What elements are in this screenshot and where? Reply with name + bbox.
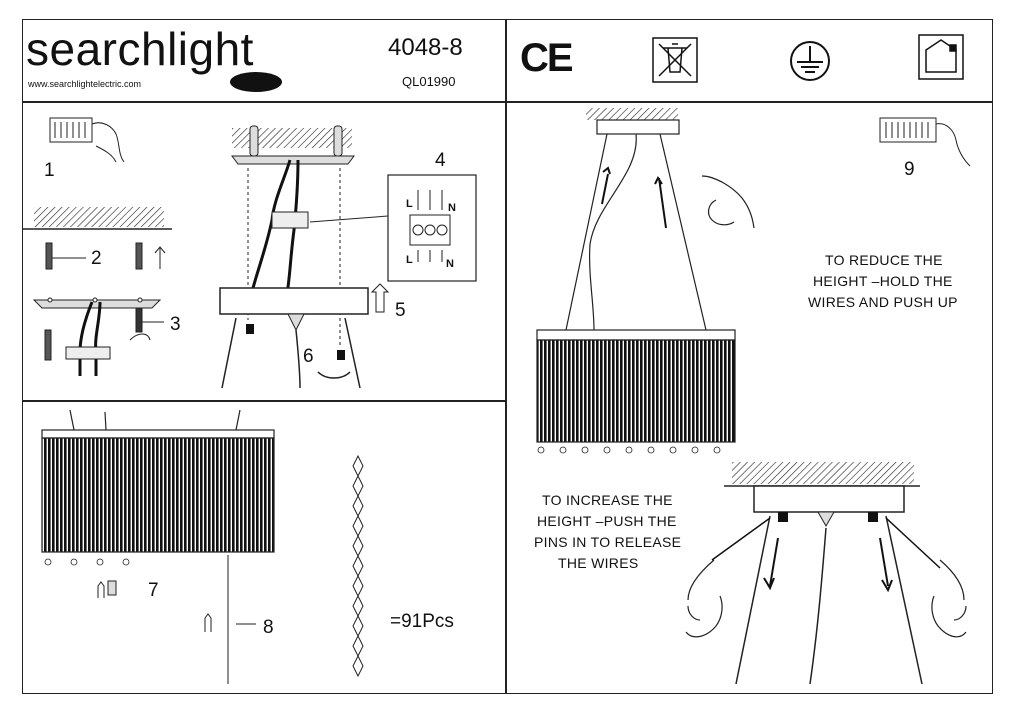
indoor-use-icon [918, 34, 964, 80]
instruction-sheet-frame [22, 19, 993, 694]
crystal-strand-step-8 [204, 555, 256, 684]
terminal-block-hand-illustration-9 [879, 117, 971, 167]
header-divider [22, 101, 993, 103]
canopy-box [219, 287, 369, 315]
pointer-arrow-right [885, 517, 941, 569]
pointer-arrow-left [711, 517, 771, 561]
ceiling-hatch-center [232, 128, 352, 148]
crystal-pin-step-7 [97, 580, 117, 598]
model-number: 4048-8 [388, 34, 463, 61]
ce-mark-icon: CE [520, 36, 574, 80]
terminal-detail-contents [409, 190, 451, 262]
step-6-label: 6 [303, 346, 314, 367]
step-4-label: 4 [435, 150, 446, 171]
arrow-down-wire-right [879, 537, 893, 593]
connector-center [271, 211, 309, 229]
terminal-detail-box [387, 174, 477, 282]
website-link[interactable]: www.searchlightelectric.com [28, 79, 142, 89]
logo-swoosh [230, 72, 282, 92]
reduce-height-line-1: TO REDUCE THE [825, 252, 943, 268]
crystal-drops-right-top [537, 446, 721, 454]
lamp-body-bottom-left [41, 409, 275, 553]
increase-height-line-3: PINS IN TO RELEASE [534, 534, 682, 550]
terminal-neutral-bottom: N [446, 258, 454, 270]
left-section-divider [22, 400, 506, 402]
arrow-up-right-2 [654, 176, 667, 229]
wiring-center [248, 159, 300, 301]
hand-left-press [685, 559, 723, 638]
hand-pushing-icon [701, 175, 755, 229]
terminal-neutral-top: N [448, 202, 456, 214]
up-arrow-step-5 [370, 283, 390, 313]
brand-logo-text: searchlight [26, 23, 254, 75]
crystal-drops-left [44, 558, 130, 566]
step-9-label: 9 [904, 159, 915, 180]
mounting-bracket-left [32, 297, 162, 309]
arrow-down-wire-left [763, 537, 779, 591]
hand-right-press [931, 559, 967, 638]
step-2-label: 2 [91, 248, 102, 269]
increase-height-line-2: HEIGHT –PUSH THE [537, 513, 677, 529]
lamp-body-right-top [536, 329, 736, 443]
ceiling-hatch-right-top [586, 108, 678, 120]
ceiling-bracket-center [231, 125, 355, 165]
step-7-label: 7 [148, 580, 159, 601]
increase-height-line-4: THE WIRES [558, 555, 639, 571]
reduce-height-line-3: WIRES AND PUSH UP [808, 294, 958, 310]
step-5-label: 5 [395, 300, 406, 321]
terminal-live-bottom: L [406, 254, 413, 266]
ceiling-hatch-right-bottom [732, 462, 914, 484]
suspension-wires-right-top [565, 133, 707, 331]
center-divider [505, 19, 507, 694]
reduce-height-line-2: HEIGHT –HOLD THE [813, 273, 953, 289]
canopy-right-bottom [753, 485, 905, 513]
crystal-count: =91Pcs [390, 611, 454, 632]
step-3-label: 3 [170, 314, 181, 335]
step-1-label: 1 [44, 160, 55, 181]
terminal-block-hand-illustration-1 [49, 117, 125, 163]
ceiling-hatch-left [34, 207, 164, 227]
wiring-left [78, 301, 102, 376]
connector-left [65, 346, 111, 360]
canopy-right-top [596, 119, 680, 135]
crystal-chain-illustration [352, 454, 364, 678]
earth-ground-icon [790, 41, 830, 81]
product-code: QL01990 [402, 74, 456, 89]
increase-height-line-1: TO INCREASE THE [542, 492, 673, 508]
suspension-wires-right-bottom [735, 515, 923, 685]
step-8-label: 8 [263, 617, 274, 638]
rotate-arrow-step-6 [317, 371, 351, 379]
arrow-up-right-1 [601, 166, 611, 205]
terminal-live-top: L [406, 198, 413, 210]
weee-bin-icon [652, 37, 698, 83]
